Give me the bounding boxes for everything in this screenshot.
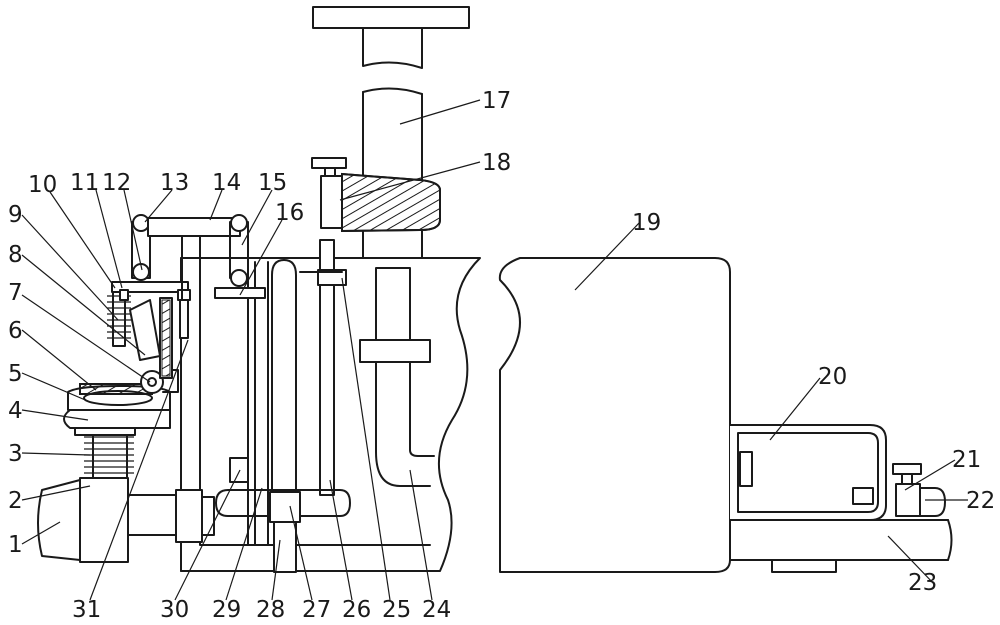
label-9: 9	[8, 202, 23, 228]
base-rail-23	[729, 519, 953, 573]
label-6: 6	[8, 318, 23, 344]
label-18: 18	[482, 150, 511, 176]
motor-20	[730, 424, 887, 521]
pulley-belt	[131, 214, 266, 301]
u-tube-29	[215, 259, 351, 573]
label-11: 11	[70, 170, 99, 196]
tank-19	[498, 257, 731, 573]
label-4: 4	[8, 398, 23, 424]
knob-18	[311, 157, 441, 233]
label-15: 15	[258, 170, 287, 196]
label-31: 31	[72, 597, 101, 623]
label-22: 22	[966, 488, 995, 514]
label-14: 14	[212, 170, 241, 196]
label-13: 13	[160, 170, 189, 196]
label-12: 12	[102, 170, 131, 196]
rod-26	[299, 239, 347, 496]
label-5: 5	[8, 361, 23, 387]
label-29: 29	[212, 597, 241, 623]
label-3: 3	[8, 441, 23, 467]
label-25: 25	[382, 597, 411, 623]
label-17: 17	[482, 88, 511, 114]
label-23: 23	[908, 570, 937, 596]
label-30: 30	[160, 597, 189, 623]
label-1: 1	[8, 532, 23, 558]
plate-4	[63, 409, 171, 429]
label-27: 27	[302, 597, 331, 623]
valve-21	[892, 463, 946, 517]
label-16: 16	[275, 200, 304, 226]
label-7: 7	[8, 280, 23, 306]
label-24: 24	[422, 597, 451, 623]
label-19: 19	[632, 210, 661, 236]
label-21: 21	[952, 447, 981, 473]
label-28: 28	[256, 597, 285, 623]
left-shaft-assembly	[37, 477, 215, 563]
part-labels: 1 2 3 4 5 6 7 8 9 10 11 12 13 14 15 16 1…	[8, 88, 995, 623]
pipe-24	[359, 267, 435, 487]
label-2: 2	[8, 488, 23, 514]
label-26: 26	[342, 597, 371, 623]
leader-lines	[21, 99, 968, 601]
lever-8	[129, 295, 189, 379]
block-30	[229, 457, 249, 483]
spring-3	[74, 424, 136, 479]
label-20: 20	[818, 364, 847, 390]
label-8: 8	[8, 242, 23, 268]
label-10: 10	[28, 172, 57, 198]
